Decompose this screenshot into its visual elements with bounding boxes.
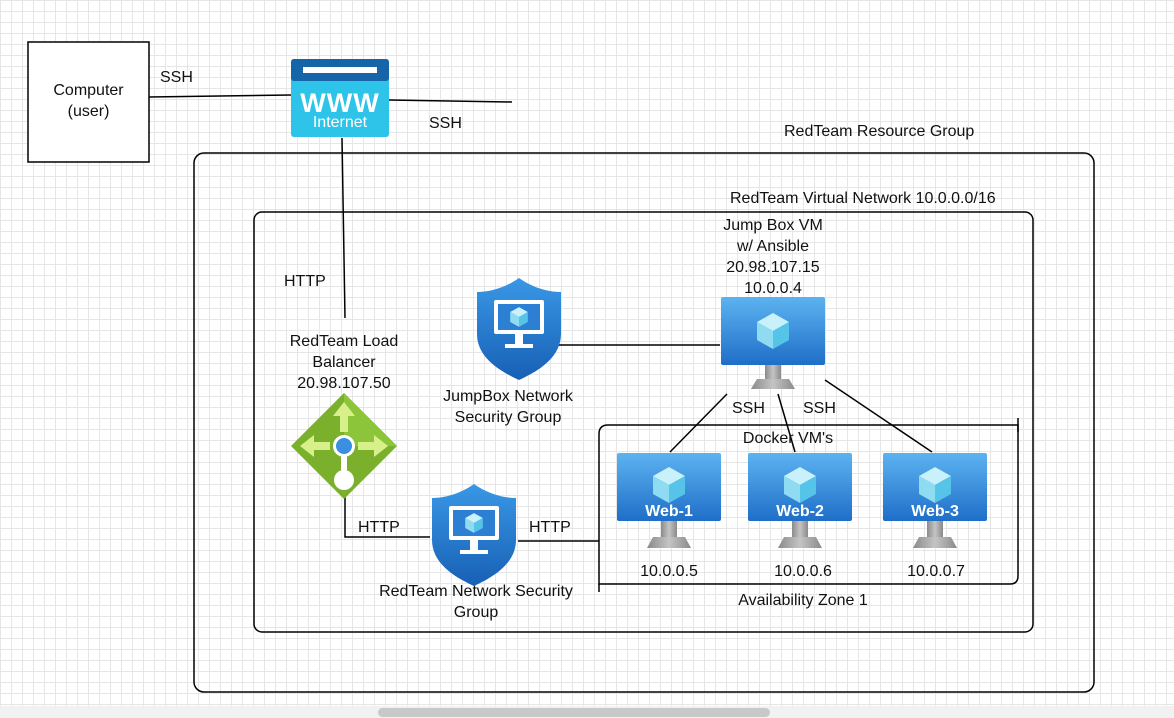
jumpbox-vm-label-line1: Jump Box VM	[723, 217, 823, 234]
web-1-name: Web-1	[645, 503, 693, 520]
load-balancer-label: RedTeam Load Balancer 20.98.107.50	[244, 331, 444, 394]
resource-group-label: RedTeam Resource Group	[784, 123, 975, 140]
redteam-nsg-label: RedTeam Network Security Group	[356, 581, 596, 623]
computer-label: Computer (user)	[28, 80, 149, 122]
edge-jumpbox-web3	[824, 379, 933, 453]
jumpbox-nsg-label-line2: Security Group	[454, 409, 562, 426]
web-2-monitor-icon[interactable]	[748, 453, 852, 548]
virtual-network-label: RedTeam Virtual Network 10.0.0.0/16	[730, 190, 996, 207]
redteam-nsg-label-line2: Group	[453, 604, 499, 621]
jumpbox-vm-label-line3: 20.98.107.15	[726, 259, 820, 276]
web-3-ip: 10.0.0.7	[907, 563, 965, 580]
jumpbox-vm-label: Jump Box VM w/ Ansible 20.98.107.15 10.0…	[673, 215, 873, 299]
internet-icon[interactable]	[291, 59, 389, 137]
web-1-monitor-icon[interactable]	[617, 453, 721, 548]
load-balancer-label-line3: 20.98.107.50	[297, 375, 391, 392]
web-2-name: Web-2	[776, 503, 824, 520]
docker-vm-group-box	[598, 424, 1019, 585]
load-balancer-label-line1: RedTeam Load	[289, 333, 399, 350]
edge-label-http-lb: HTTP	[358, 519, 400, 536]
resource-group-box	[193, 152, 1095, 693]
web-3-monitor-icon[interactable]	[883, 453, 987, 548]
load-balancer-label-line2: Balancer	[312, 354, 376, 371]
edge-internet-jumpbox-nsg	[388, 99, 513, 103]
redteam-nsg-shield-icon[interactable]	[432, 484, 516, 586]
web-1-ip: 10.0.0.5	[640, 563, 698, 580]
edge-label-ssh-user: SSH	[160, 69, 193, 86]
horizontal-scrollbar-thumb[interactable]	[378, 708, 770, 717]
edge-lb-redteam-nsg	[344, 497, 430, 538]
computer-node[interactable]	[27, 41, 150, 163]
jumpbox-vm-label-line2: w/ Ansible	[736, 238, 810, 255]
availability-zone-label: Availability Zone 1	[738, 592, 868, 609]
edge-label-http-internet: HTTP	[284, 273, 326, 290]
edge-label-ssh-internet: SSH	[429, 115, 462, 132]
docker-group-label: Docker VM's	[742, 430, 834, 447]
internet-label: Internet	[312, 114, 368, 131]
jumpbox-vm-label-line4: 10.0.0.4	[744, 280, 802, 297]
virtual-network-box	[253, 211, 1034, 633]
jumpbox-vm-monitor-icon[interactable]	[721, 297, 825, 389]
connectors	[148, 94, 933, 542]
load-balancer-icon[interactable]	[291, 393, 397, 499]
edge-label-ssh-web1: SSH	[732, 400, 765, 417]
edge-jumpbox-web2	[777, 393, 796, 453]
web-2-ip: 10.0.0.6	[774, 563, 832, 580]
jumpbox-nsg-shield-icon[interactable]	[477, 278, 561, 380]
edge-label-ssh-web3: SSH	[803, 400, 836, 417]
jumpbox-nsg-label: JumpBox Network Security Group	[408, 386, 608, 428]
edge-jumpbox-web1	[669, 393, 728, 453]
jumpbox-nsg-label-line1: JumpBox Network	[443, 388, 573, 405]
computer-label-line1: Computer	[53, 82, 124, 99]
edge-computer-internet	[148, 94, 292, 98]
redteam-nsg-label-line1: RedTeam Network Security	[379, 583, 573, 600]
edge-internet-loadbalancer	[341, 137, 346, 319]
computer-label-line2: (user)	[67, 103, 110, 120]
edge-label-http-nsg: HTTP	[529, 519, 571, 536]
internet-www-text: WWW	[300, 88, 380, 118]
web-3-name: Web-3	[911, 503, 959, 520]
